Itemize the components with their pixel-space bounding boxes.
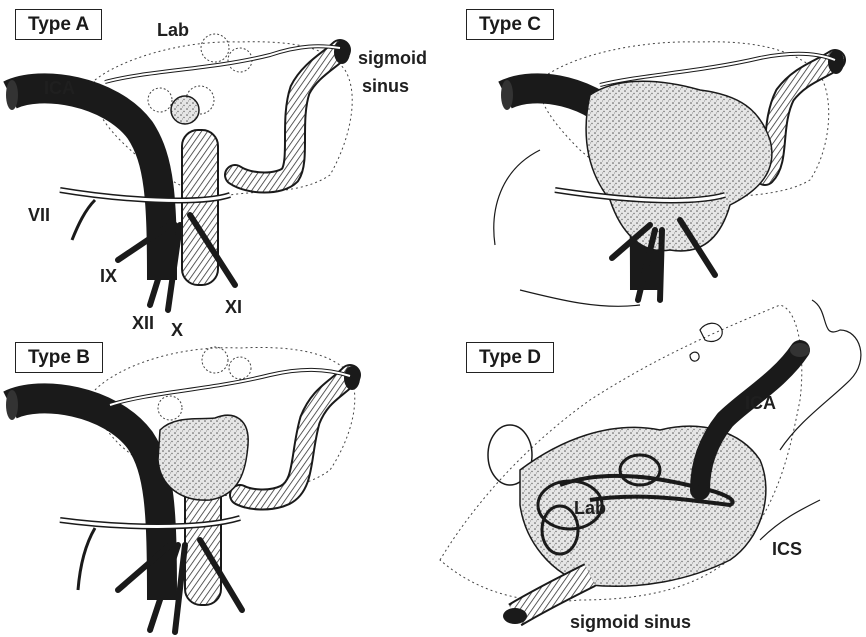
panel-type-c: [494, 42, 844, 307]
label-ica-d: ICA: [745, 393, 776, 413]
label-lab: Lab: [157, 20, 189, 40]
panel-type-a: [6, 34, 352, 310]
panel-title-type-b: Type B: [15, 342, 103, 373]
panel-type-b: [6, 347, 360, 632]
sigmoid-sinus-end-a: [334, 40, 350, 64]
tumor-c: [586, 81, 772, 251]
jugular-vein-a: [182, 130, 218, 285]
lower-cranial-nerves-b: [118, 540, 242, 632]
label-ix: IX: [100, 266, 117, 286]
tumor-b: [158, 415, 248, 500]
label-ics: ICS: [772, 539, 802, 559]
contour-d: [760, 300, 861, 540]
label-xi: XI: [225, 297, 242, 317]
label-lab-d: Lab: [574, 498, 606, 518]
panel-title-type-d: Type D: [466, 342, 554, 373]
label-xii: XII: [132, 313, 154, 333]
label-x: X: [171, 320, 183, 340]
label-sigmoid: sigmoid: [358, 48, 427, 68]
label-sigmoid-sinus-d: sigmoid sinus: [570, 612, 691, 632]
label-ica: ICA: [44, 78, 75, 98]
labyrinth-a: [148, 34, 252, 114]
panel-title-type-a: Type A: [15, 9, 102, 40]
label-vii: VII: [28, 205, 50, 225]
label-sinus: sinus: [362, 76, 409, 96]
panel-title-type-c: Type C: [466, 9, 554, 40]
tumor-a: [171, 96, 199, 124]
ica-vessel-a: [10, 88, 162, 280]
